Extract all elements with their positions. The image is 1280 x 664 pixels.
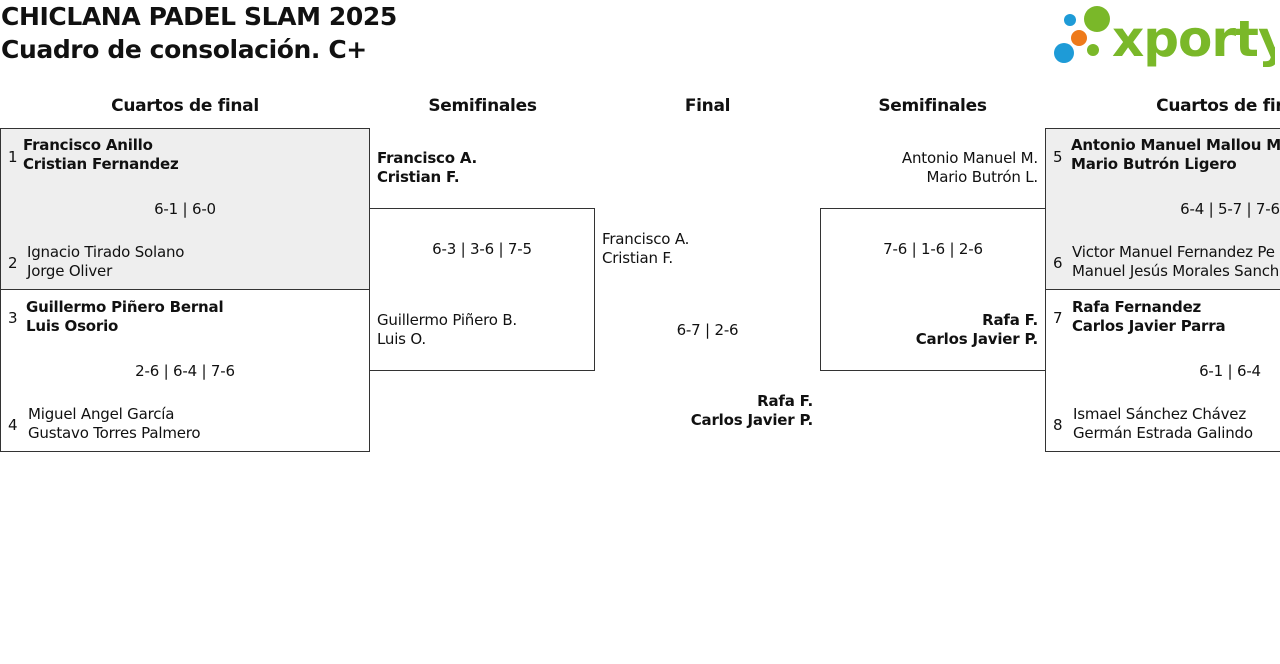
player-name: Jorge Oliver [27, 262, 113, 280]
player-name: Antonio Manuel Mallou Mair [1071, 136, 1280, 154]
match-score: 6-1 | 6-4 [1199, 362, 1261, 380]
player-name: Germán Estrada Galindo [1073, 424, 1253, 442]
player-name: Carlos Javier P. [690, 411, 813, 429]
player-name: Guillermo Piñero B. [377, 311, 517, 329]
match-qf-left-1[interactable]: 1 Francisco Anillo Cristian Fernandez 6-… [0, 128, 370, 290]
match-qf-right-2[interactable]: 7 Rafa Fernandez Carlos Javier Parra 6-1… [1045, 289, 1280, 452]
player-name: Cristian F. [602, 249, 673, 267]
seed-number: 7 [1053, 309, 1063, 327]
player-name: Cristian F. [377, 168, 460, 186]
player-name: Francisco A. [377, 149, 478, 167]
logo-dot-green-large [1084, 6, 1110, 32]
player-name: Luis O. [377, 330, 426, 348]
player-name: Carlos Javier Parra [1072, 317, 1226, 335]
seed-number: 4 [8, 416, 18, 434]
round-header-final: Final [684, 96, 731, 116]
draw-subtitle: Cuadro de consolación. C+ [1, 35, 367, 64]
round-header-left-sf: Semifinales [428, 96, 537, 116]
match-sf-right[interactable]: 7-6 | 1-6 | 2-6 Rafa F. Carlos Javier P. [820, 208, 1046, 371]
player-name: Carlos Javier P. [915, 330, 1038, 348]
player-name: Miguel Angel García [28, 405, 175, 423]
player-name: Rafa F. [982, 311, 1038, 329]
seed-number: 2 [8, 254, 18, 272]
logo-wordmark: xporty [1112, 10, 1275, 68]
match-score: 6-3 | 3-6 | 7-5 [432, 240, 532, 258]
player-name: Mario Butrón Ligero [1071, 155, 1237, 173]
player-name: Ignacio Tirado Solano [27, 243, 185, 261]
player-name: Guillermo Piñero Bernal [26, 298, 224, 316]
final-score: 6-7 | 2-6 [676, 321, 739, 339]
seed-number: 1 [8, 148, 18, 166]
match-score: 7-6 | 1-6 | 2-6 [883, 240, 983, 258]
seed-number: 6 [1053, 254, 1063, 272]
match-score: 6-4 | 5-7 | 7-6 [1180, 200, 1280, 218]
player-name: Antonio Manuel M. [901, 149, 1038, 167]
player-name: Mario Butrón L. [926, 168, 1038, 186]
round-header-right-qf: Cuartos de final [1156, 96, 1280, 116]
xporty-logo-icon: xporty [1054, 6, 1280, 68]
player-name: Manuel Jesús Morales Sanch [1072, 262, 1280, 280]
seed-number: 3 [8, 309, 18, 327]
match-sf-left[interactable]: 6-3 | 3-6 | 7-5 Guillermo Piñero B. Luis… [369, 208, 595, 371]
player-name: Cristian Fernandez [23, 155, 179, 173]
player-name: Francisco Anillo [23, 136, 153, 154]
round-header-left-qf: Cuartos de final [111, 96, 259, 116]
match-score: 6-1 | 6-0 [154, 200, 216, 218]
logo-dot-orange [1071, 30, 1087, 46]
round-header-right-sf: Semifinales [878, 96, 987, 116]
seed-number: 5 [1053, 148, 1063, 166]
player-name: Victor Manuel Fernandez Pe [1072, 243, 1275, 261]
player-name: Rafa F. [757, 392, 813, 410]
logo-dot-blue-large [1054, 43, 1074, 63]
player-name: Ismael Sánchez Chávez [1073, 405, 1247, 423]
tournament-title: CHICLANA PADEL SLAM 2025 [1, 2, 397, 31]
logo-dot-green-small [1087, 44, 1099, 56]
match-qf-left-2[interactable]: 3 Guillermo Piñero Bernal Luis Osorio 2-… [0, 289, 370, 452]
player-name: Rafa Fernandez [1072, 298, 1202, 316]
logo-dot-blue-small [1064, 14, 1076, 26]
player-name: Luis Osorio [26, 317, 119, 335]
player-name: Francisco A. [602, 230, 690, 248]
seed-number: 8 [1053, 416, 1063, 434]
xporty-logo: xporty [1050, 4, 1280, 68]
match-score: 2-6 | 6-4 | 7-6 [135, 362, 235, 380]
player-name: Gustavo Torres Palmero [28, 424, 201, 442]
match-qf-right-1[interactable]: 5 Antonio Manuel Mallou Mair Mario Butró… [1045, 128, 1280, 290]
